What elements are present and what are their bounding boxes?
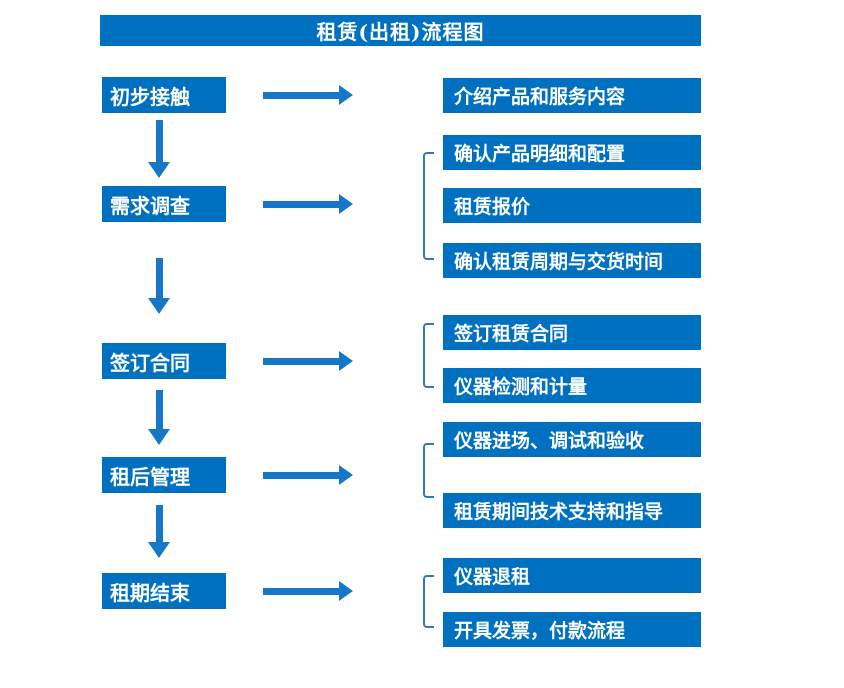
detail-label: 确认租赁周期与交货时间	[454, 251, 664, 273]
detail-label: 租赁期间技术支持和指导	[454, 501, 664, 523]
detail-label: 仪器退租	[454, 566, 531, 588]
right-arrow-icon	[263, 464, 353, 486]
group-bracket	[423, 443, 434, 498]
detail-box: 仪器退租	[443, 558, 701, 593]
detail-label: 确认产品明细和配置	[454, 143, 626, 165]
stage-label: 需求调查	[110, 193, 190, 218]
down-arrow-icon	[148, 258, 170, 314]
detail-label: 签订租赁合同	[454, 323, 569, 345]
right-arrow-icon	[263, 193, 353, 215]
stage-label: 初步接触	[110, 84, 190, 109]
detail-box: 确认租赁周期与交货时间	[443, 243, 701, 278]
detail-label: 开具发票，付款流程	[454, 620, 626, 642]
detail-box: 签订租赁合同	[443, 315, 701, 350]
stage-box-sign-contract: 签订合同	[102, 343, 226, 379]
flowchart-title: 租赁(出租)流程图	[316, 20, 485, 44]
down-arrow-icon	[148, 390, 170, 445]
down-arrow-icon	[148, 505, 170, 558]
group-bracket	[423, 152, 434, 260]
detail-box: 仪器检测和计量	[443, 368, 701, 403]
detail-label: 租赁报价	[454, 196, 531, 218]
right-arrow-icon	[263, 350, 353, 372]
detail-box: 开具发票，付款流程	[443, 612, 701, 647]
detail-box: 仪器进场、调试和验收	[443, 422, 701, 457]
stage-box-post-rental-management: 租后管理	[102, 457, 226, 493]
stage-label: 签订合同	[110, 350, 190, 375]
stage-box-rental-end: 租期结束	[102, 573, 226, 609]
stage-label: 租后管理	[110, 464, 190, 489]
right-arrow-icon	[263, 84, 353, 106]
detail-box: 租赁期间技术支持和指导	[443, 493, 701, 528]
group-bracket	[423, 323, 434, 388]
detail-box: 介绍产品和服务内容	[443, 78, 701, 113]
down-arrow-icon	[148, 120, 170, 178]
group-bracket	[423, 575, 434, 628]
stage-box-initial-contact: 初步接触	[102, 77, 226, 113]
flowchart-title-bar: 租赁(出租)流程图	[100, 15, 701, 46]
detail-box: 租赁报价	[443, 188, 701, 223]
detail-label: 介绍产品和服务内容	[454, 86, 626, 108]
stage-box-demand-survey: 需求调查	[102, 186, 226, 222]
stage-label: 租期结束	[110, 580, 190, 605]
detail-label: 仪器检测和计量	[454, 376, 588, 398]
detail-label: 仪器进场、调试和验收	[454, 430, 645, 452]
detail-box: 确认产品明细和配置	[443, 135, 701, 170]
right-arrow-icon	[263, 580, 353, 602]
